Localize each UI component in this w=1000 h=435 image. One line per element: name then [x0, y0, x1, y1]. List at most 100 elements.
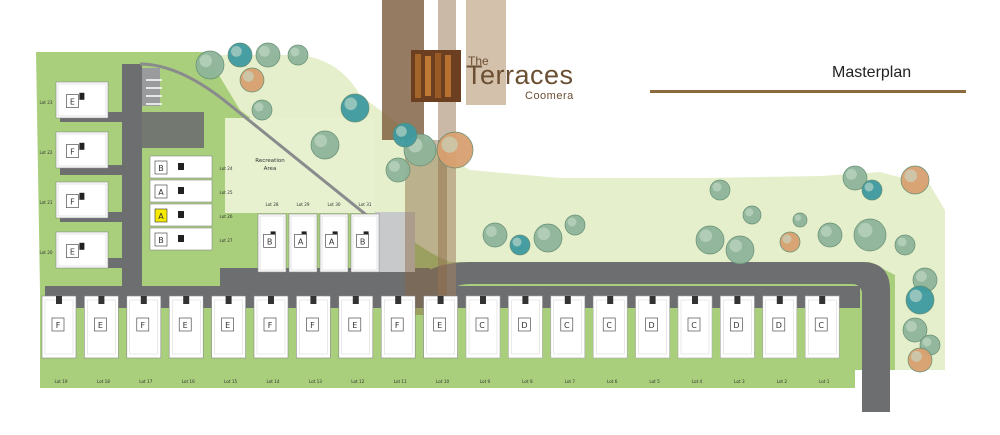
- lot-number-label: Lot 15: [224, 379, 237, 384]
- south-lot: C: [550, 295, 586, 359]
- house-type-label: C: [479, 321, 485, 330]
- south-lot: E: [168, 295, 204, 359]
- lot-number-label: Lot 25: [219, 190, 232, 195]
- house-type-label: C: [606, 321, 612, 330]
- central-lot: B: [149, 155, 213, 179]
- house-type-label: A: [329, 237, 335, 246]
- south-lot: F: [296, 295, 331, 359]
- house-type-label: F: [268, 321, 273, 330]
- lot-number-label: Lot 1: [819, 379, 830, 384]
- house-type-box: [66, 94, 79, 108]
- south-lot: D: [762, 295, 798, 359]
- house-type-label: E: [183, 321, 188, 330]
- lot-number-label: Lot 18: [97, 379, 110, 384]
- lot-building: E: [55, 231, 109, 269]
- house-type-label: C: [564, 321, 570, 330]
- south-lot: E: [84, 295, 119, 359]
- central-lot: A: [149, 203, 213, 227]
- house-type-label: C: [818, 321, 824, 330]
- central-lot: A: [149, 179, 213, 203]
- house-type-label: D: [733, 321, 739, 330]
- house-type-box: [66, 244, 79, 258]
- lot-number-label: Lot 31: [358, 202, 371, 207]
- house-type-label: A: [158, 188, 164, 197]
- south-lot: F: [253, 295, 289, 359]
- lot-number-label: Lot 28: [265, 202, 278, 207]
- house-type-label: E: [352, 321, 357, 330]
- road-edge: [139, 62, 386, 232]
- house-type-label: E: [225, 321, 230, 330]
- lot-number-label: Lot 17: [139, 379, 152, 384]
- house-type-label: B: [267, 237, 273, 246]
- house-type-label: E: [70, 248, 75, 257]
- parking-bays: [146, 79, 162, 105]
- central-lot: B: [149, 227, 213, 251]
- lot-building: B: [257, 213, 287, 273]
- south-lot: E: [338, 295, 374, 359]
- lot-number-label: Lot 4: [692, 379, 703, 384]
- south-lot: F: [126, 295, 162, 359]
- south-lot: E: [211, 295, 246, 359]
- lot-number-label: Lot 23: [39, 100, 52, 105]
- hardstand: [375, 212, 415, 272]
- house-type-label: F: [310, 321, 315, 330]
- recreation-area-label-1: Recreation: [255, 158, 285, 164]
- house-type-label: A: [158, 212, 164, 221]
- house-type-label: D: [521, 321, 527, 330]
- house-type-label: B: [158, 236, 164, 245]
- south-lot: D: [508, 295, 543, 359]
- logo-title: Terraces: [466, 60, 574, 90]
- lot-number-label: Lot 30: [327, 202, 340, 207]
- logo-the: The: [468, 54, 489, 68]
- lot-number-label: Lot 3: [734, 379, 745, 384]
- lot-number-label: Lot 19: [54, 379, 67, 384]
- house-type-label: E: [98, 321, 103, 330]
- house-type-box: [66, 194, 79, 208]
- house-type-label: C: [691, 321, 697, 330]
- lot-number-label: Lot 12: [351, 379, 364, 384]
- house-type-label: D: [649, 321, 655, 330]
- masterplan-underline: [650, 90, 966, 93]
- house-type-label: F: [395, 321, 400, 330]
- house-type-label: F: [56, 321, 61, 330]
- lot-number-label: Lot 24: [219, 166, 232, 171]
- south-lot: C: [592, 295, 628, 359]
- south-lot: E: [423, 295, 458, 359]
- house-type-label: A: [298, 237, 304, 246]
- lot-number-label: Lot 5: [649, 379, 660, 384]
- lot-number-label: Lot 2: [777, 379, 788, 384]
- lot-building: B: [350, 213, 380, 273]
- house-type-label: F: [70, 198, 75, 207]
- lot-number-label: Lot 16: [182, 379, 195, 384]
- south-lot: F: [380, 295, 416, 359]
- lot-building: F: [55, 181, 109, 219]
- house-type-box: [325, 234, 338, 248]
- recreation-area-label-2: Area: [264, 166, 277, 172]
- lot-number-label: Lot 27: [219, 238, 232, 243]
- masterplan-title: Masterplan: [832, 64, 912, 81]
- lot-building: F: [55, 131, 109, 169]
- house-type-label: F: [70, 148, 75, 157]
- lot-number-label: Lot 10: [436, 379, 449, 384]
- lot-building: E: [55, 81, 109, 119]
- logo-mark: [411, 50, 461, 102]
- south-lot: C: [677, 295, 713, 359]
- lot-number-label: Lot 13: [309, 379, 322, 384]
- house-type-label: E: [70, 98, 75, 107]
- logo-subtitle: Coomera: [525, 90, 574, 102]
- lot-building: A: [288, 213, 318, 273]
- south-lot: C: [465, 295, 501, 359]
- south-lot: C: [804, 295, 840, 359]
- lot-number-label: Lot 11: [394, 379, 407, 384]
- lot-number-label: Lot 20: [39, 250, 52, 255]
- south-lot: D: [720, 295, 755, 359]
- house-type-box: [66, 144, 79, 158]
- south-lot: D: [635, 295, 670, 359]
- lot-number-label: Lot 7: [565, 379, 576, 384]
- recreation-lawn: [225, 118, 375, 213]
- trees: [195, 42, 941, 373]
